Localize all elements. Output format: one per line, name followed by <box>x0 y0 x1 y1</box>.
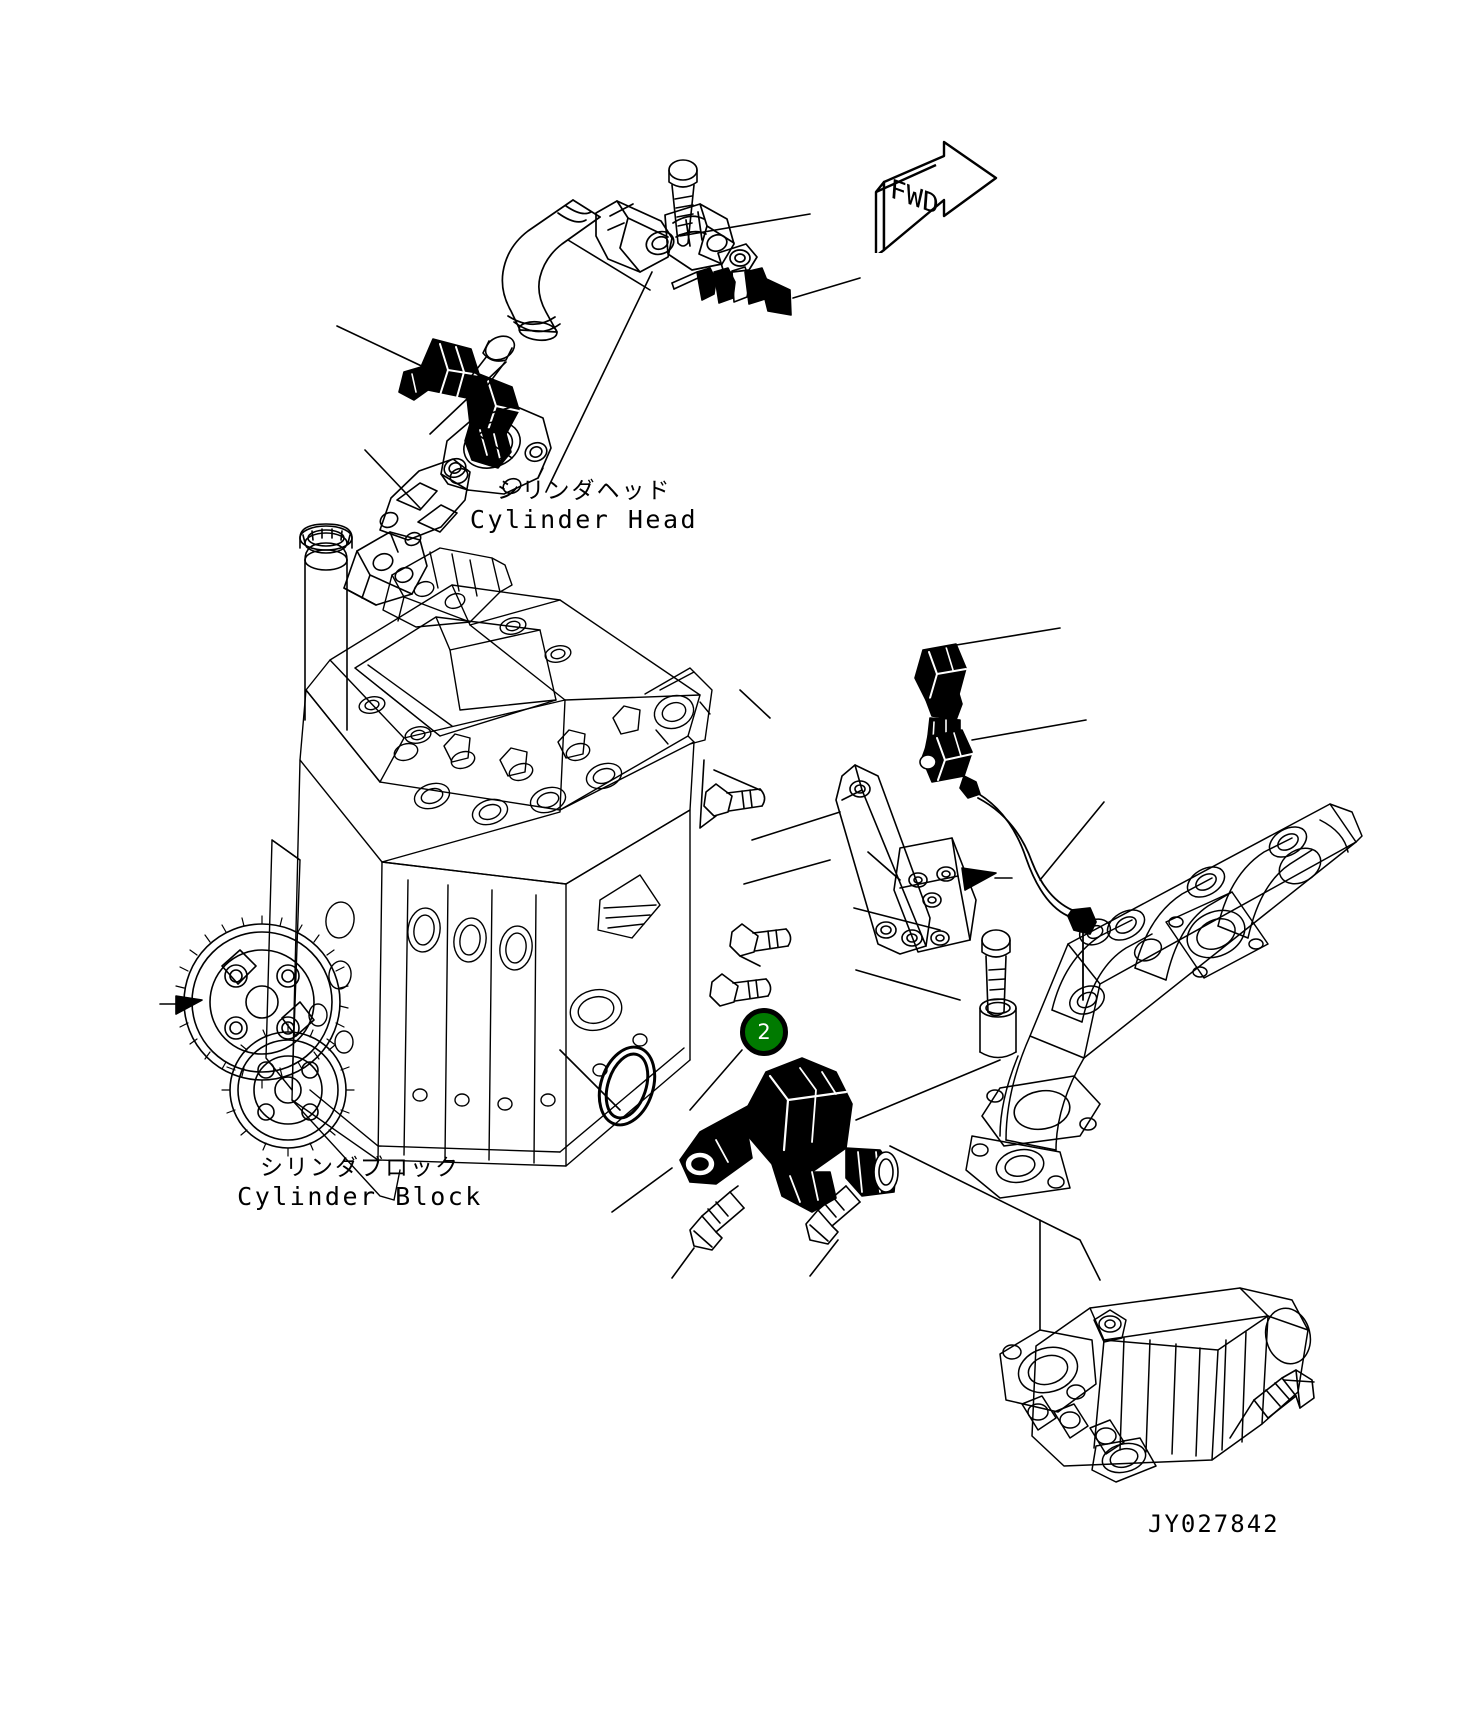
label-cylinder-block: シリンダブロック Cylinder Block <box>150 1155 570 1212</box>
cylinder-block-assembly <box>265 759 691 1201</box>
coolant-temperature-sensor <box>671 266 792 316</box>
water-pump-bolt-right <box>805 1185 861 1245</box>
label-cylinder-block-en: Cylinder Block <box>237 1182 483 1212</box>
egr-valve-mounting-bolt <box>462 335 516 396</box>
fwd-arrow-icon <box>874 140 998 258</box>
leader-lines <box>336 213 1255 1439</box>
label-cylinder-head: シリンダヘッド Cylinder Head <box>374 478 794 535</box>
egr-connector-pipe <box>965 1035 1085 1199</box>
manifold-leader-arrow <box>961 867 1013 891</box>
egr-cooler-assembly <box>999 1287 1312 1483</box>
bracket-bolt-center <box>709 973 772 1007</box>
egr-cooler-gasket <box>981 1075 1101 1147</box>
egr-valve-flange <box>440 405 552 495</box>
drawing-number: JY027842 <box>1148 1510 1280 1538</box>
exhaust-manifold <box>1029 803 1363 1059</box>
support-bracket-arm <box>835 764 931 955</box>
manifold-spacer-sleeve <box>979 998 1017 1059</box>
water-pump-housing <box>679 1057 899 1213</box>
fwd-arrow-marker: FWD <box>868 138 1018 258</box>
callout-bubble-ring <box>740 1008 788 1056</box>
label-cylinder-block-jp: シリンダブロック <box>260 1155 460 1181</box>
label-cylinder-head-en: Cylinder Head <box>469 505 699 535</box>
egr-cooler-bolt <box>1253 1369 1315 1419</box>
housing-bolt-upper <box>668 159 698 247</box>
sensor-tube-line <box>971 789 1097 1001</box>
bracket-bolt-upper <box>703 783 766 817</box>
head-bracket-fragment <box>343 531 428 606</box>
bracket-plate <box>893 837 977 953</box>
water-pump-bolt-left <box>689 1185 745 1251</box>
gear-train-leader-arrow <box>159 995 203 1015</box>
callout-bubble-number: 2 <box>757 1020 771 1044</box>
callout-bubble-2[interactable]: 2 <box>740 1008 788 1056</box>
egr-valve-actuator <box>398 338 520 469</box>
egr-valve-gasket <box>379 458 471 547</box>
water-pump-o-ring <box>597 1045 657 1127</box>
label-cylinder-head-jp: シリンダヘッド <box>496 478 672 504</box>
oil-filler-tube <box>299 523 353 731</box>
